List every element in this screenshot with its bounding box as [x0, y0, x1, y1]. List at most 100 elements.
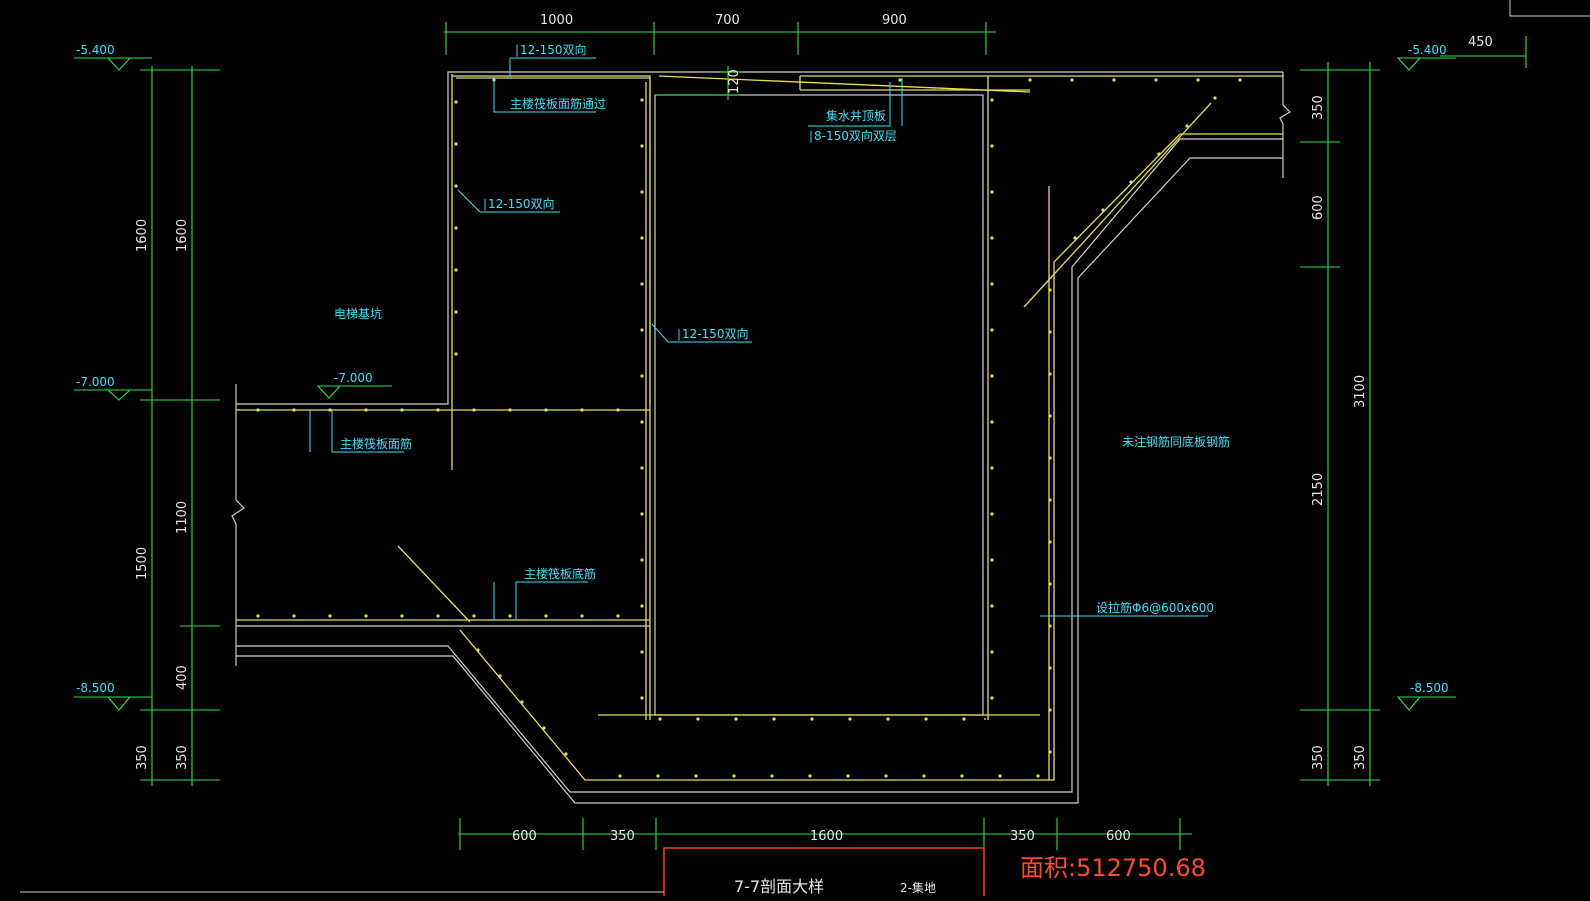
elevation-symbols	[106, 57, 1422, 711]
rebar-dot	[640, 696, 644, 700]
rebar-dot	[1048, 624, 1052, 628]
rebar-dot	[990, 512, 994, 516]
dimension-lines	[74, 22, 1527, 850]
rebar-dot	[618, 774, 622, 778]
rebar-dot	[328, 408, 332, 412]
rebar-dot	[990, 282, 994, 286]
rebar-dot	[256, 614, 260, 618]
rebar-dot	[364, 408, 368, 412]
dim-right-inner-600: 600	[1311, 195, 1326, 220]
rebar-dot	[990, 98, 994, 102]
rebar-dot	[846, 774, 850, 778]
rebar-dot	[640, 282, 644, 286]
rebar-dot	[1213, 96, 1217, 100]
dim-bottom-600: 600	[512, 829, 537, 844]
rebar-dot	[640, 604, 644, 608]
rebar-dot	[656, 774, 660, 778]
annotation-top-rebar: ∣12-150双向	[514, 42, 587, 57]
dim-bottom-350: 350	[610, 829, 635, 844]
rebar-dot	[1129, 180, 1133, 184]
dim-right-inner-2150: 2150	[1311, 473, 1326, 506]
dim-left-outer-350: 350	[135, 745, 150, 770]
rebar-dot	[1048, 498, 1052, 502]
section-note: 2-集地	[900, 880, 936, 895]
rebar-dot	[580, 408, 584, 412]
dim-top-450: 450	[1468, 35, 1493, 50]
rebar-dots	[256, 78, 1242, 778]
annotation-elevator-pit: 电梯基坑	[334, 306, 382, 321]
rebar-dot	[616, 614, 620, 618]
dim-bottom-600b: 600	[1106, 829, 1131, 844]
rebar-dot	[990, 328, 994, 332]
section-title: 7-7剖面大样	[734, 877, 824, 896]
rebar-dot	[580, 614, 584, 618]
elevation-bot-left: -8.500	[76, 681, 115, 695]
section-title-box	[663, 847, 985, 901]
rebar-dot	[990, 604, 994, 608]
rebar-dot	[508, 614, 512, 618]
rebar-dot	[734, 717, 738, 721]
rebar-dot	[1048, 372, 1052, 376]
rebar-dot	[640, 512, 644, 516]
rebar-dot	[454, 268, 458, 272]
elevation-top-left: -5.400	[76, 43, 115, 57]
dim-left-inner-350: 350	[175, 745, 190, 770]
dim-right-inner-350: 350	[1311, 95, 1326, 120]
rebar-dot	[542, 726, 546, 730]
rebar-dot	[990, 236, 994, 240]
dim-left-inner-1600: 1600	[175, 219, 190, 252]
rebar-dot	[640, 558, 644, 562]
dim-bottom-350b: 350	[1010, 829, 1035, 844]
dim-left-outer-1600: 1600	[135, 219, 150, 252]
rebar-dot	[544, 614, 548, 618]
rebar-dot	[658, 717, 662, 721]
rebar-dot	[990, 650, 994, 654]
rebar-dot	[962, 717, 966, 721]
rebar-dot	[544, 408, 548, 412]
rebar-dot	[640, 236, 644, 240]
rebar-dot	[256, 408, 260, 412]
rebar-dot	[640, 98, 644, 102]
rebar-dot	[640, 328, 644, 332]
annotation-main-slab-top-through: 主楼筏板面筋通过	[510, 96, 606, 111]
annotation-sump-cover-rebar: ∣8-150双向双层	[808, 128, 897, 143]
rebar-dot	[770, 774, 774, 778]
rebar-dot	[924, 717, 928, 721]
rebar-dot	[990, 558, 994, 562]
rebar-dot	[808, 774, 812, 778]
rebar-dot	[640, 420, 644, 424]
rebar-dot	[922, 774, 926, 778]
dim-bottom-1600: 1600	[810, 829, 843, 844]
rebar-dot	[990, 144, 994, 148]
rebar-dot	[884, 774, 888, 778]
rebar-dot	[508, 408, 512, 412]
rebar-dot	[454, 352, 458, 356]
rebar-dot	[640, 190, 644, 194]
rebar-dot	[640, 144, 644, 148]
rebar-dot	[1048, 708, 1052, 712]
dim-top-700: 700	[715, 13, 740, 28]
rebar-dot	[436, 408, 440, 412]
area-readout: 面积:512750.68	[1020, 854, 1206, 882]
annotation-sump-cover: 集水井顶板	[826, 108, 886, 123]
dim-right-inner-350b: 350	[1311, 745, 1326, 770]
rebar-dot	[640, 650, 644, 654]
elevation-labels: -5.400 -5.400 -7.000 -7.000 -8.500 -8.50…	[76, 43, 1449, 695]
rebar-dot	[1028, 78, 1032, 82]
rebar-dot	[1185, 124, 1189, 128]
dim-labels: 1000 700 900 450 120 1600 1500 350 1600 …	[135, 13, 1493, 844]
rebar-dot	[616, 408, 620, 412]
rebar-dot	[1101, 208, 1105, 212]
frame-corner	[1509, 0, 1590, 17]
rebar-dot	[564, 752, 568, 756]
dim-120: 120	[727, 69, 742, 94]
rebar-dot	[1196, 78, 1200, 82]
annotation-leaders	[309, 57, 1208, 620]
rebar-dot	[472, 614, 476, 618]
rebar-dot	[694, 774, 698, 778]
rebar-dot	[292, 408, 296, 412]
rebar-dot	[772, 717, 776, 721]
rebar-dot	[454, 226, 458, 230]
